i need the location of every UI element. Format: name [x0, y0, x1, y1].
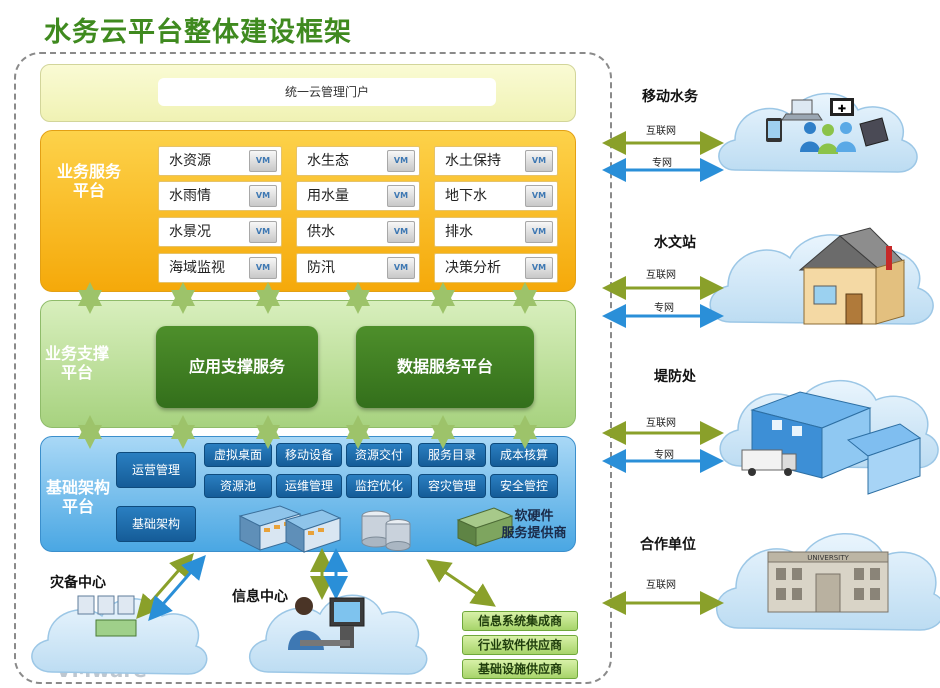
endpoint-name: 合作单位 [640, 537, 696, 553]
infra-service-button[interactable]: 监控优化 [346, 474, 412, 498]
service-label: 供水 [307, 224, 335, 240]
vm-icon: VM [387, 185, 415, 207]
vm-icon: VM [525, 150, 553, 172]
smartphone-icon [766, 118, 782, 142]
service-box[interactable]: 海域监视 VM [158, 253, 282, 283]
service-label: 水资源 [169, 153, 211, 169]
private-network-label: 专网 [654, 450, 674, 461]
business-layer-name-line1: 业务服务 [56, 162, 121, 181]
internet-label: 互联网 [646, 126, 676, 137]
internet-label: 互联网 [646, 270, 676, 281]
monitor-icon: ✚ [830, 98, 854, 116]
support-layer-name-line1: 业务支撑 [44, 344, 109, 363]
page-title: 水务云平台整体建设框架 [44, 17, 352, 48]
cloud-icon [709, 234, 934, 325]
service-box[interactable]: 水生态 VM [296, 146, 420, 176]
vm-icon: VM [525, 185, 553, 207]
svg-text:✚: ✚ [838, 104, 846, 115]
service-box[interactable]: 水景况 VM [158, 217, 282, 247]
vm-icon: VM [387, 221, 415, 243]
internet-label: 互联网 [646, 580, 676, 591]
endpoint-name: 水文站 [654, 235, 696, 251]
service-label: 决策分析 [445, 260, 501, 276]
support-layer-name-line2: 平台 [60, 363, 93, 382]
watermark: VMware [56, 658, 147, 682]
service-box[interactable]: 防汛 VM [296, 253, 420, 283]
vm-icon: VM [249, 221, 277, 243]
factory-icon [750, 391, 922, 495]
infra-service-button[interactable]: 服务目录 [418, 443, 486, 467]
vendors-title-line1: 软硬件 [514, 509, 554, 524]
vm-icon: VM [387, 150, 415, 172]
disaster-center-label: 灾备中心 [50, 575, 106, 591]
service-label: 排水 [445, 224, 473, 240]
service-label: 用水量 [307, 188, 349, 204]
endpoint-name: 堤防处 [654, 369, 696, 385]
vm-icon: VM [249, 150, 277, 172]
data-service-platform[interactable]: 数据服务平台 [356, 326, 534, 408]
support-layer-name: 业务支撑 平台 [38, 344, 116, 382]
infra-service-button[interactable]: 安全管控 [490, 474, 558, 498]
vm-icon: VM [249, 257, 277, 279]
service-label: 水景况 [169, 224, 211, 240]
vm-icon: VM [387, 257, 415, 279]
service-label: 防汛 [307, 260, 335, 276]
infra-service-button[interactable]: 移动设备 [276, 443, 342, 467]
portal-label[interactable]: 统一云管理门户 [158, 78, 496, 106]
infra-service-button[interactable]: 资源交付 [346, 443, 412, 467]
vm-icon: VM [525, 257, 553, 279]
tablet-icon [859, 117, 889, 147]
infra-layer-name-line1: 基础架构 [45, 478, 110, 497]
private-network-label: 专网 [654, 303, 674, 314]
infra-layer-name-line2: 平台 [61, 497, 94, 516]
truck-icon [741, 449, 797, 476]
app-support-service[interactable]: 应用支撑服务 [156, 326, 318, 408]
info-center-label: 信息中心 [232, 589, 288, 605]
vendors-title: 软硬件 服务提供商 [494, 508, 574, 542]
business-layer-name: 业务服务 平台 [44, 162, 134, 200]
house-icon [798, 227, 905, 325]
service-box[interactable]: 水雨情 VM [158, 181, 282, 211]
infra-layer-name: 基础架构 平台 [38, 478, 118, 516]
base-architecture-button[interactable]: 基础架构 [116, 506, 196, 542]
infra-service-button[interactable]: 成本核算 [490, 443, 558, 467]
infra-service-button[interactable]: 容灾管理 [418, 474, 486, 498]
service-box[interactable]: 水土保持 VM [434, 146, 558, 176]
ops-management-button[interactable]: 运营管理 [116, 452, 196, 488]
cloud-icon [718, 92, 918, 173]
platform-frame [14, 52, 612, 684]
people-icon [800, 122, 856, 154]
vm-icon: VM [525, 221, 553, 243]
vendor-item[interactable]: 行业软件供应商 [462, 635, 578, 655]
service-label: 海域监视 [169, 260, 225, 276]
service-box[interactable]: 决策分析 VM [434, 253, 558, 283]
cloud-icon [719, 379, 939, 469]
service-label: 水生态 [307, 153, 349, 169]
endpoint-name: 移动水务 [642, 89, 698, 105]
laptop-icon [781, 99, 823, 121]
service-box[interactable]: 地下水 VM [434, 181, 558, 211]
infra-service-button[interactable]: 资源池 [204, 474, 272, 498]
service-box[interactable]: 水资源 VM [158, 146, 282, 176]
vendors-title-line2: 服务提供商 [501, 526, 567, 541]
service-label: 水土保持 [445, 153, 501, 169]
infra-service-button[interactable]: 虚拟桌面 [204, 443, 272, 467]
university-sign: UNIVERSITY [807, 554, 849, 562]
service-label: 地下水 [445, 188, 487, 204]
service-box[interactable]: 排水 VM [434, 217, 558, 247]
service-box[interactable]: 用水量 VM [296, 181, 420, 211]
service-label: 水雨情 [169, 188, 211, 204]
vendor-item[interactable]: 基础设施供应商 [462, 659, 578, 679]
internet-label: 互联网 [646, 418, 676, 429]
private-network-label: 专网 [652, 158, 672, 169]
university-icon: UNIVERSITY [767, 551, 889, 613]
cloud-icon [716, 533, 940, 631]
service-box[interactable]: 供水 VM [296, 217, 420, 247]
vendor-item[interactable]: 信息系统集成商 [462, 611, 578, 631]
vm-icon: VM [249, 185, 277, 207]
infra-service-button[interactable]: 运维管理 [276, 474, 342, 498]
business-layer-name-line2: 平台 [72, 181, 105, 200]
